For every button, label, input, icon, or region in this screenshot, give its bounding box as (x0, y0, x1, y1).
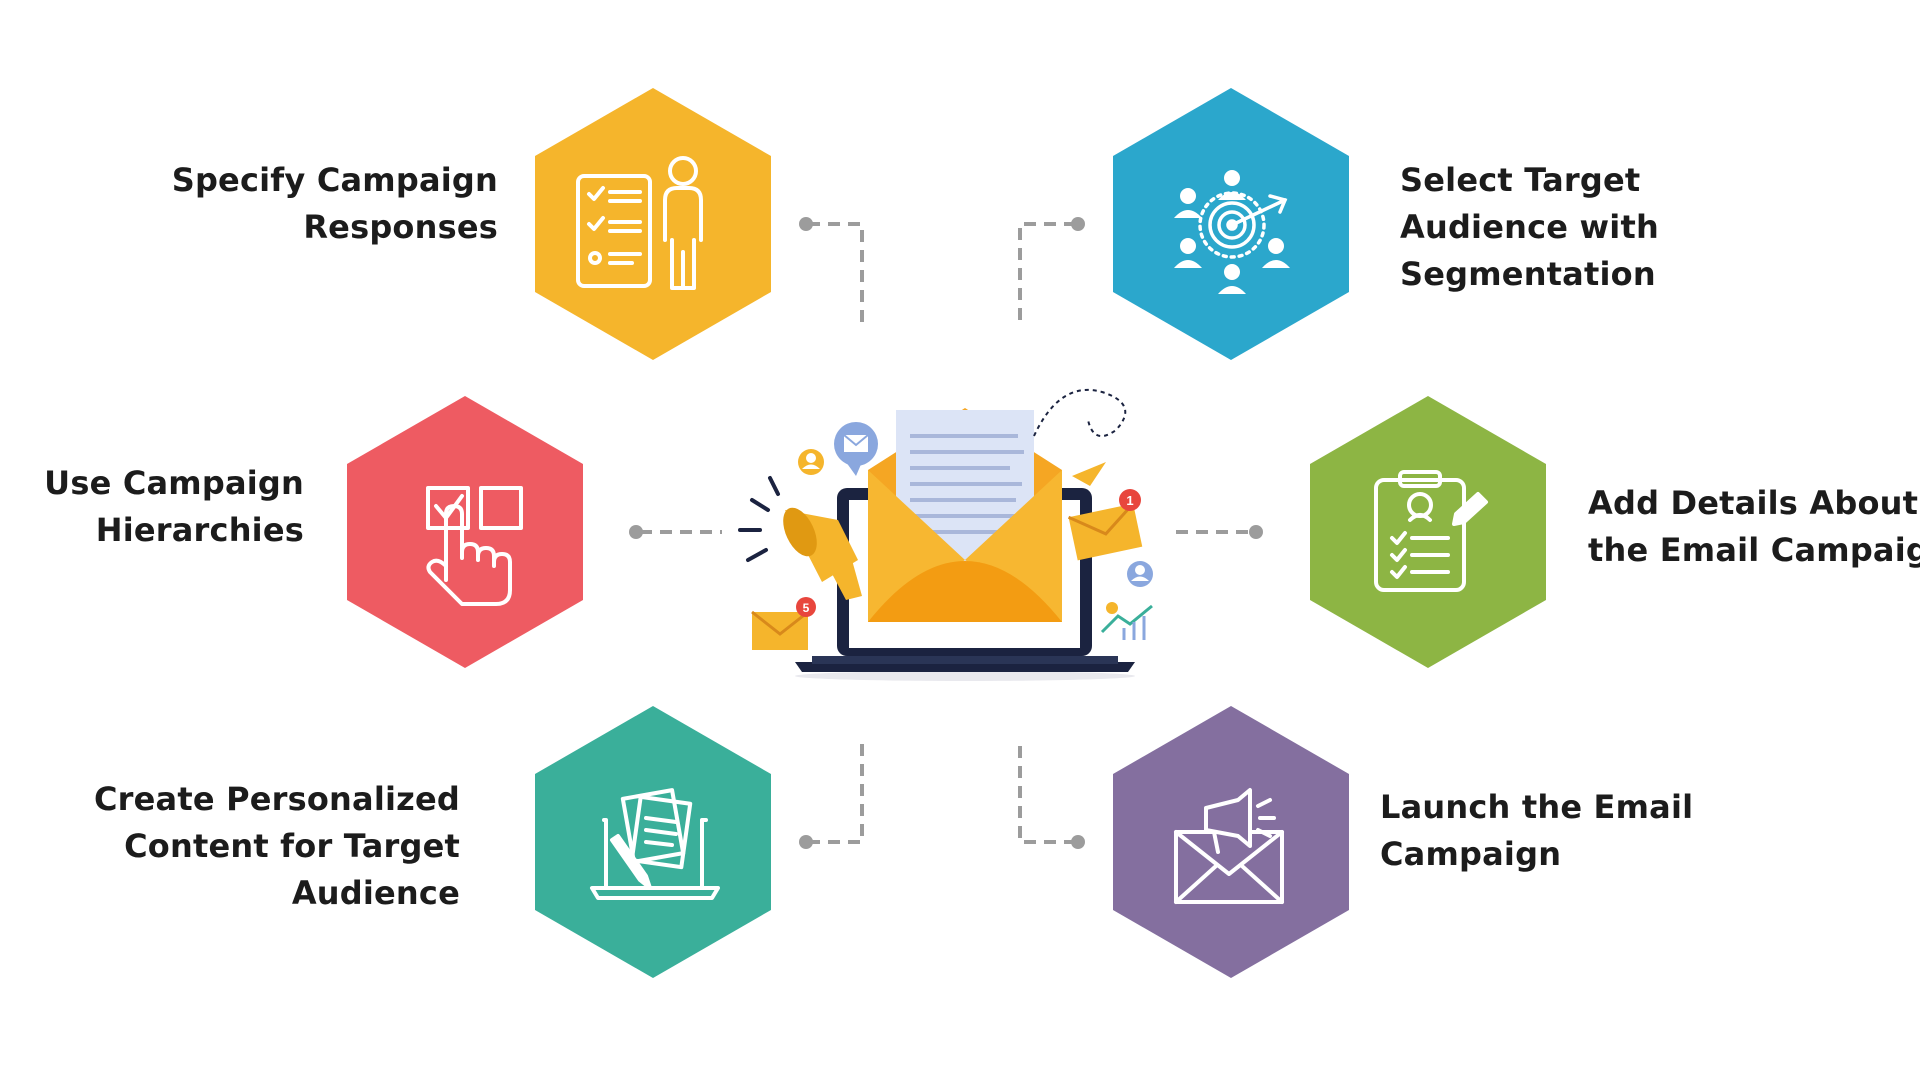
connector-dot-launch (1071, 835, 1085, 849)
label-line: Audience (60, 870, 460, 917)
label-add-details: Add Details About the Email Campaign (1588, 480, 1918, 574)
label-specify-campaign-responses: Specify Campaign Responses (150, 157, 498, 251)
connector-dot-content (799, 835, 813, 849)
badge-left-count: 5 (803, 601, 810, 615)
hexagon (347, 396, 583, 668)
hexagon (1310, 396, 1546, 668)
label-line: Campaign (1380, 831, 1740, 878)
label-use-campaign-hierarchies: Use Campaign Hierarchies (20, 460, 304, 554)
label-line: Segmentation (1400, 251, 1760, 298)
label-line: Create Personalized (60, 776, 460, 823)
profile-circle-icon (1127, 561, 1153, 587)
label-line: Hierarchies (20, 507, 304, 554)
growth-chart-icon (1102, 602, 1152, 640)
hexagon (535, 88, 771, 360)
hex-launch-email-campaign (1113, 706, 1349, 978)
label-line: Select Target (1400, 157, 1760, 204)
label-line: the Email Campaign (1588, 527, 1918, 574)
hex-use-campaign-hierarchies (347, 396, 583, 668)
letter-lines (910, 436, 1024, 532)
label-line: Use Campaign (20, 460, 304, 507)
laptop-shadow (795, 671, 1135, 681)
label-create-personalized-content: Create Personalized Content for Target A… (60, 776, 460, 917)
connector-content (808, 742, 862, 842)
label-line: Audience with (1400, 204, 1760, 251)
connector-select (1020, 224, 1076, 326)
label-line: Add Details About (1588, 480, 1918, 527)
laptop-hinge (812, 656, 1118, 664)
email-marketing-laptop-icon: 5 1 (740, 390, 1153, 681)
hex-add-details (1310, 396, 1546, 668)
hex-create-personalized-content (535, 706, 771, 978)
label-line: Responses (150, 204, 498, 251)
connector-dot-select (1071, 217, 1085, 231)
label-select-target-audience: Select Target Audience with Segmentation (1400, 157, 1760, 298)
hex-select-target-audience (1113, 88, 1349, 360)
hexagon (1113, 706, 1349, 978)
connector-launch (1020, 742, 1076, 842)
user-avatar-icon (798, 449, 824, 475)
label-launch-email-campaign: Launch the Email Campaign (1380, 784, 1740, 878)
badge-right-count: 1 (1126, 493, 1133, 508)
label-line: Launch the Email (1380, 784, 1740, 831)
connector-dot-specify (799, 217, 813, 231)
envelope-left-icon: 5 (752, 597, 816, 650)
connector-dot-hierarchies (629, 525, 643, 539)
connector-specify (808, 224, 862, 326)
label-line: Specify Campaign (150, 157, 498, 204)
label-line: Content for Target (60, 823, 460, 870)
hex-specify-campaign-responses (535, 88, 771, 360)
connector-dot-details (1249, 525, 1263, 539)
